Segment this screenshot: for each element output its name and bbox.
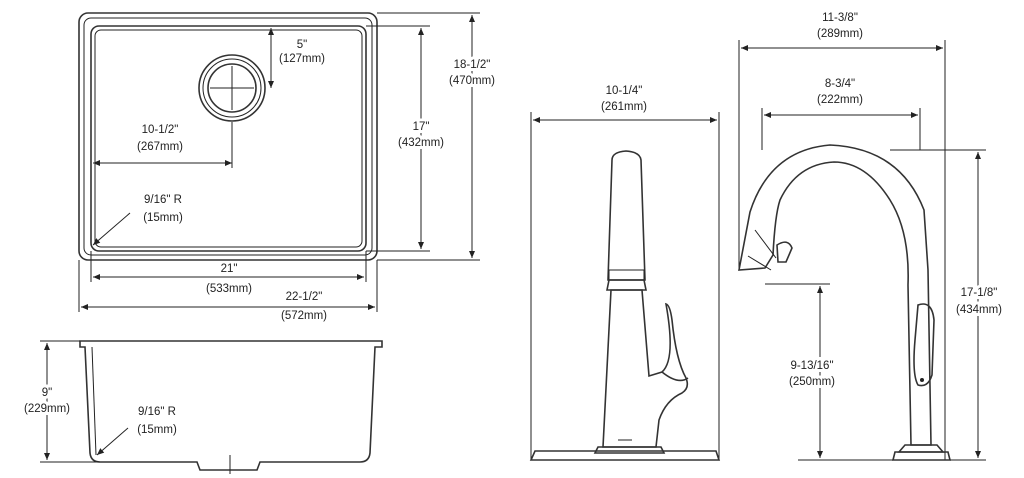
sink-outer-rim	[78, 12, 378, 261]
outer-width-mm-label: (572mm)	[281, 310, 327, 322]
faucet-base-width-in-label: 10-1/4"	[606, 85, 643, 97]
outer-length-mm-label: (470mm)	[449, 75, 495, 87]
faucet-base-width-mm-label: (261mm)	[601, 101, 647, 113]
sink-bowl-outline	[90, 25, 367, 252]
drain-center-in-label: 10-1/2"	[142, 124, 179, 136]
top-corner-radius-in-label: 9/16" R	[144, 194, 182, 206]
inner-width-mm-label: (533mm)	[206, 283, 252, 295]
spout-height-mm-label: (250mm)	[789, 376, 835, 388]
spout-reach-in-label: 8-3/4"	[825, 78, 855, 90]
top-corner-radius-leader	[92, 212, 131, 246]
faucet-deck-plate-side	[891, 451, 952, 461]
sink-side-profile	[79, 340, 383, 471]
faucet-height-mm-label: (434mm)	[956, 304, 1002, 316]
drain-center-mm-label: (267mm)	[137, 141, 183, 153]
top-corner-radius-mm-label: (15mm)	[143, 212, 183, 224]
sink-depth-in-label: 9"	[42, 387, 52, 399]
side-corner-radius-mm-label: (15mm)	[137, 424, 177, 436]
side-corner-radius-in-label: 9/16" R	[138, 406, 176, 418]
sink-rim-edge	[83, 17, 373, 256]
spout-reach-mm-label: (222mm)	[817, 94, 863, 106]
faucet-front-view: 10-1/4" (261mm)	[529, 85, 721, 461]
faucet-body-front	[602, 289, 689, 448]
drain-offset-mm-label: (127mm)	[279, 53, 325, 65]
sink-bowl-inner	[94, 29, 363, 248]
spray-head-icon	[776, 241, 793, 263]
drain-offset-in-label: 5"	[297, 39, 307, 51]
outer-width-in-label: 22-1/2"	[286, 291, 323, 303]
side-corner-radius-leader	[96, 427, 129, 456]
inner-length-mm-label: (432mm)	[398, 137, 444, 149]
sink-top-view: 5" (127mm) 10-1/2" (267mm) 9/16" R (15mm…	[78, 12, 498, 322]
inner-length-in-label: 17"	[413, 121, 430, 133]
faucet-pullout-head-front	[607, 150, 646, 281]
faucet-deck-plate-front	[529, 450, 721, 461]
spout-height-in-label: 9-13/16"	[790, 360, 833, 372]
faucet-height-in-label: 17-1/8"	[961, 287, 998, 299]
drain-icon	[198, 54, 266, 122]
faucet-depth-in-label: 11-3/8"	[822, 12, 858, 24]
faucet-handle-side	[913, 303, 935, 387]
sink-depth-mm-label: (229mm)	[24, 403, 70, 415]
inner-width-in-label: 21"	[221, 263, 238, 275]
faucet-side-view: 11-3/8" (289mm) 8-3/4" (222mm) 9-13/16" …	[738, 12, 1005, 461]
outer-length-in-label: 18-1/2"	[454, 59, 491, 71]
sink-side-view: 9" (229mm) 9/16" R (15mm)	[21, 340, 383, 474]
faucet-depth-mm-label: (289mm)	[817, 28, 863, 40]
faucet-spout-side	[738, 144, 932, 446]
